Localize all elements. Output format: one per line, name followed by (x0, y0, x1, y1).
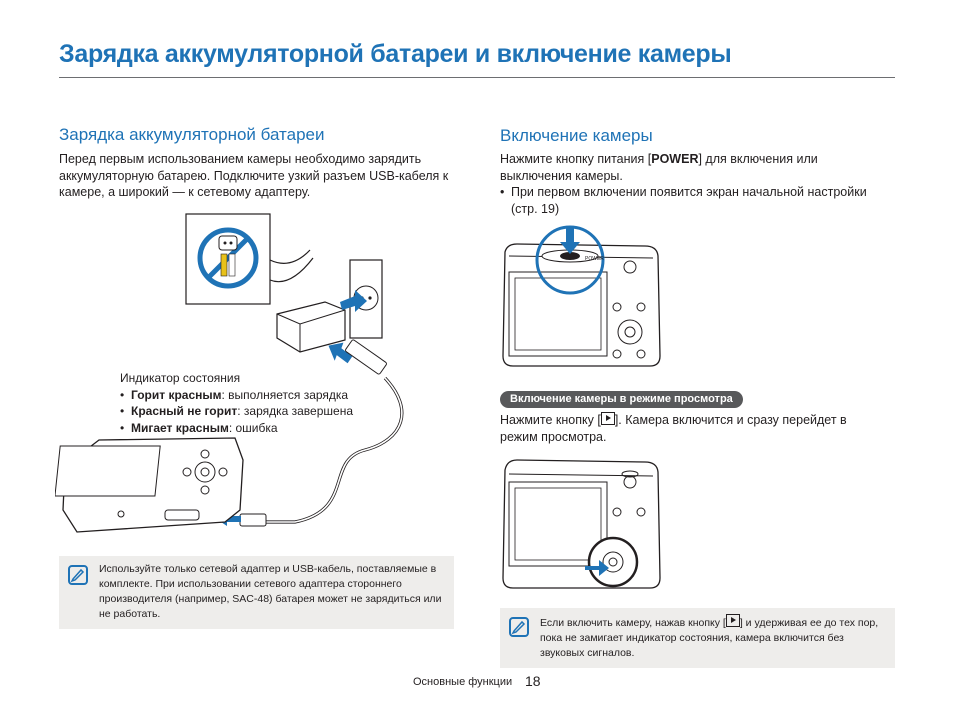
power-text: Нажмите кнопку питания [POWER] для включ… (500, 152, 818, 183)
camera-playback-illustration (502, 459, 661, 589)
indicator-item: Горит красным: выполняется зарядка (120, 387, 353, 404)
page-number: 18 (525, 673, 541, 689)
footer-section: Основные функции (413, 676, 513, 688)
playback-note: Если включить камеру, нажав кнопку [] и … (500, 608, 895, 668)
arrow-icon (328, 342, 353, 364)
usb-plug (345, 339, 387, 375)
play-icon (600, 412, 615, 425)
note-icon (68, 565, 88, 585)
playback-text: Нажмите кнопку []. Камера включится и ср… (500, 412, 847, 444)
playback-note-text: Если включить камеру, нажав кнопку [] и … (540, 614, 888, 661)
arrow-icon (585, 560, 609, 576)
charging-heading: Зарядка аккумуляторной батареи (59, 125, 325, 144)
power-heading: Включение камеры (500, 126, 653, 145)
power-key: POWER (651, 152, 699, 166)
play-icon (725, 614, 740, 627)
indicator-label: Индикатор состояния (120, 371, 241, 385)
arrow-icon (340, 290, 367, 312)
charging-note-text: Используйте только сетевой адаптер и USB… (99, 563, 442, 620)
indicator-item: Красный не горит: зарядка завершена (120, 403, 353, 420)
camera-back (55, 437, 244, 533)
arrow-icon (560, 242, 580, 254)
note-icon (509, 617, 529, 637)
camera-power-illustration: POWER (502, 225, 661, 367)
charging-note: Используйте только сетевой адаптер и USB… (59, 556, 454, 629)
camera-power-label: POWER (585, 256, 604, 262)
power-bullet: При первом включении появится экран нача… (500, 184, 896, 217)
title-divider (59, 77, 895, 78)
prohibited-plug-icon (197, 227, 259, 289)
indicator-item: Мигает красным: ошибка (120, 420, 353, 437)
playback-pill: Включение камеры в режиме просмотра (500, 391, 743, 408)
power-adapter (276, 301, 346, 353)
charging-illustration (55, 213, 404, 533)
page-title: Зарядка аккумуляторной батареи и включен… (59, 40, 732, 68)
indicator-legend: Индикатор состояния Горит красным: выпол… (120, 370, 353, 436)
charging-text: Перед первым использованием камеры необх… (59, 152, 449, 199)
